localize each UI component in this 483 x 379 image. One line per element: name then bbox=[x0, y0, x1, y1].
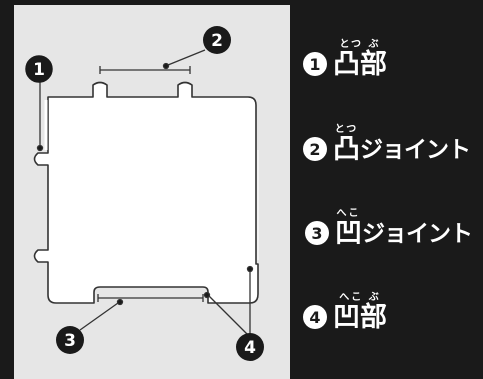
legend-suffix-3: ジョイント bbox=[362, 221, 473, 247]
legend-ruby-1: とつ ぶ bbox=[339, 39, 381, 50]
leader-line-4a bbox=[208, 295, 249, 336]
legend-term-3: へこ 凹 ジョイント bbox=[335, 208, 473, 249]
legend-suffix-2: ジョイント bbox=[360, 137, 471, 163]
callout-1: 1 bbox=[25, 55, 53, 83]
puzzle-diagram: 1 2 3 4 bbox=[14, 5, 290, 379]
legend-item-2: 2 とつ 凸 ジョイント bbox=[303, 124, 471, 165]
legend-item-3: 3 へこ 凹 ジョイント bbox=[305, 208, 473, 249]
legend-term-2: とつ 凸 ジョイント bbox=[333, 124, 471, 165]
callout-1-label: 1 bbox=[33, 60, 45, 80]
leader-line-2 bbox=[167, 49, 206, 66]
legend-ruby-4: へこ ぶ bbox=[339, 292, 381, 303]
legend-kanji-1: 凸部 bbox=[333, 49, 387, 80]
leader-lines bbox=[36, 49, 254, 336]
callout-4-label: 4 bbox=[244, 338, 256, 358]
legend-term-4: へこ ぶ 凹部 bbox=[333, 292, 387, 333]
legend-number-1: 1 bbox=[303, 52, 327, 76]
legend-ruby-2: とつ bbox=[334, 124, 359, 135]
legend-kanji-4: 凹部 bbox=[333, 302, 387, 333]
legend-item-4: 4 へこ ぶ 凹部 bbox=[303, 292, 387, 333]
callout-4: 4 bbox=[236, 333, 264, 361]
joint-bracket-bottom bbox=[97, 294, 204, 302]
legend-number-4: 4 bbox=[303, 305, 327, 329]
leader-dot-4b bbox=[246, 265, 254, 273]
legend-item-1: 1 とつ ぶ 凸部 bbox=[303, 39, 387, 80]
legend-kanji-3: 凹 bbox=[335, 218, 362, 249]
leader-line-3 bbox=[79, 302, 119, 331]
leader-dot-3 bbox=[116, 298, 124, 306]
callout-3-label: 3 bbox=[64, 331, 76, 351]
legend-panel: 1 とつ ぶ 凸部 2 とつ 凸 ジョイント 3 へこ 凹 ジョイント bbox=[290, 0, 483, 379]
leader-dot-1 bbox=[36, 144, 44, 152]
puzzle-piece-outline bbox=[33, 81, 259, 304]
legend-number-2: 2 bbox=[303, 137, 327, 161]
legend-term-1: とつ ぶ 凸部 bbox=[333, 39, 387, 80]
legend-kanji-2: 凸 bbox=[333, 134, 360, 165]
diagram-panel: 1 2 3 4 bbox=[14, 5, 290, 379]
leader-dot-2 bbox=[162, 62, 170, 70]
joint-bracket-top bbox=[99, 66, 191, 74]
callout-2-label: 2 bbox=[211, 31, 223, 51]
legend-number-3: 3 bbox=[305, 221, 329, 245]
legend-ruby-3: へこ bbox=[336, 208, 361, 219]
callout-2: 2 bbox=[203, 26, 231, 54]
callout-3: 3 bbox=[56, 326, 84, 354]
leader-dot-4a bbox=[203, 291, 211, 299]
